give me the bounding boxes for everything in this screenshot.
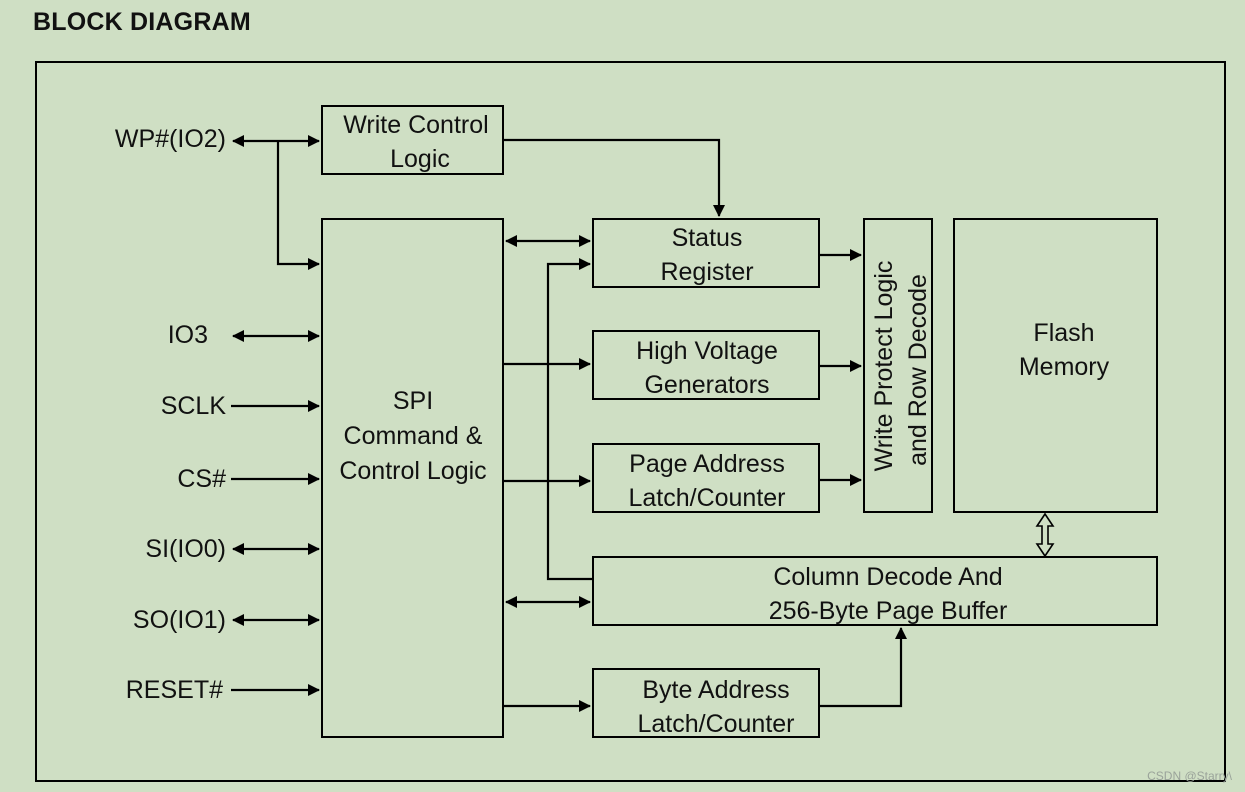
sclk-pin-label: SCLK <box>161 392 227 420</box>
write-protect-label-line2: and Row Decode <box>904 274 932 466</box>
wp-to-spi-arrow <box>276 141 320 270</box>
spi-label-line2: Command & <box>344 422 483 450</box>
write-protect-label-line1: Write Protect Logic <box>870 261 898 472</box>
spi-label-line3: Control Logic <box>339 457 486 485</box>
reset-pin-label: RESET# <box>126 676 223 704</box>
page-address-label-line1: Page Address <box>629 450 785 478</box>
column-decode-label-line1: Column Decode And <box>773 563 1002 591</box>
spi-label-line1: SPI <box>393 387 433 415</box>
flash-column-bus-arrow <box>1035 512 1055 558</box>
flash-memory-label-line2: Memory <box>1019 353 1110 381</box>
write-control-to-status-arrow <box>503 138 725 217</box>
write-control-label-line2: Logic <box>390 145 450 173</box>
page-address-latch-block <box>592 443 820 513</box>
write-protect-row-decode-block <box>863 218 933 513</box>
byte-address-to-column-arrow <box>819 627 907 708</box>
page-title: BLOCK DIAGRAM <box>33 8 251 36</box>
status-register-label-line1: Status <box>672 224 743 252</box>
column-decode-label-line2: 256-Byte Page Buffer <box>769 597 1008 625</box>
cs-pin-label: CS# <box>177 465 226 493</box>
column-to-status-feedback-arrow <box>546 258 593 581</box>
page-address-label-line2: Latch/Counter <box>628 484 785 512</box>
status-register-block <box>592 218 820 288</box>
high-voltage-label-line2: Generators <box>644 371 769 399</box>
status-register-label-line2: Register <box>660 258 753 286</box>
byte-address-latch-block <box>592 668 820 738</box>
column-decode-page-buffer-block <box>592 556 1158 626</box>
write-control-label-line1: Write Control <box>343 111 488 139</box>
byte-address-label-line2: Latch/Counter <box>637 710 794 738</box>
diagram-frame <box>35 61 1226 782</box>
wp-pin-label: WP#(IO2) <box>115 125 226 153</box>
byte-address-label-line1: Byte Address <box>642 676 789 704</box>
so-pin-label: SO(IO1) <box>133 606 226 634</box>
spi-control-logic-block <box>321 218 504 738</box>
high-voltage-label-line1: High Voltage <box>636 337 778 365</box>
io3-pin-label: IO3 <box>168 321 208 349</box>
si-pin-label: SI(IO0) <box>145 535 226 563</box>
flash-memory-label-line1: Flash <box>1033 319 1094 347</box>
watermark: CSDN @Starry\ <box>1147 769 1233 783</box>
flash-memory-block <box>953 218 1158 513</box>
